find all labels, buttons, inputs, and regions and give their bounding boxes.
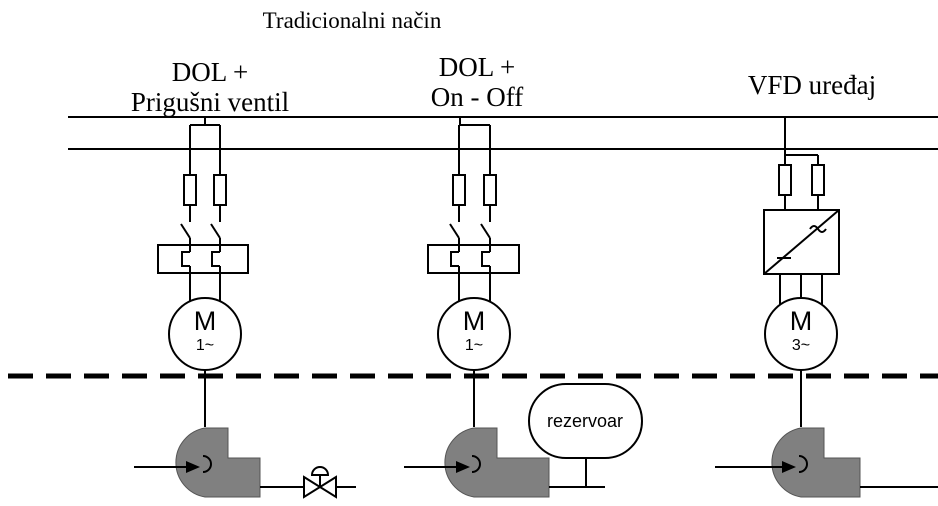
col2-label-line2: On - Off	[430, 82, 524, 112]
col3-label: VFD uređaj	[747, 70, 877, 100]
branch-1	[157, 117, 249, 427]
power-bus	[68, 116, 938, 150]
motor-1-letter: M	[193, 306, 217, 336]
contactor-1b	[210, 223, 221, 239]
throttle-valve	[303, 466, 356, 499]
col1-label-line2: Prigušni ventil	[130, 87, 290, 117]
col1-label-line1: DOL +	[171, 57, 249, 87]
pump-1	[134, 427, 356, 499]
branch-3	[763, 117, 840, 427]
diagram-title: Tradicionalni način	[262, 8, 442, 33]
fuse-2b	[483, 174, 497, 206]
tank	[528, 383, 643, 459]
tank-label: rezervoar	[546, 411, 624, 431]
fuse-3a	[778, 164, 792, 196]
overload-relay-2	[427, 244, 520, 274]
contactor-1a	[180, 223, 191, 239]
motor-3-phase: 3~	[791, 337, 811, 354]
contactor-2a	[449, 223, 460, 239]
fuse-3b	[811, 164, 825, 196]
contactor-2b	[480, 223, 491, 239]
motor-1-phase: 1~	[195, 337, 215, 354]
motor-2-phase: 1~	[464, 337, 484, 354]
branch-2	[427, 117, 520, 427]
pump-3	[715, 427, 938, 498]
motor-3-letter: M	[789, 306, 813, 336]
fuse-2a	[452, 174, 466, 206]
fuse-1a	[183, 174, 197, 206]
fuse-1b	[213, 174, 227, 206]
overload-relay-1	[157, 244, 249, 274]
motor-2-letter: M	[462, 306, 486, 336]
pump-2	[404, 383, 643, 498]
col2-label-line1: DOL +	[438, 52, 516, 82]
